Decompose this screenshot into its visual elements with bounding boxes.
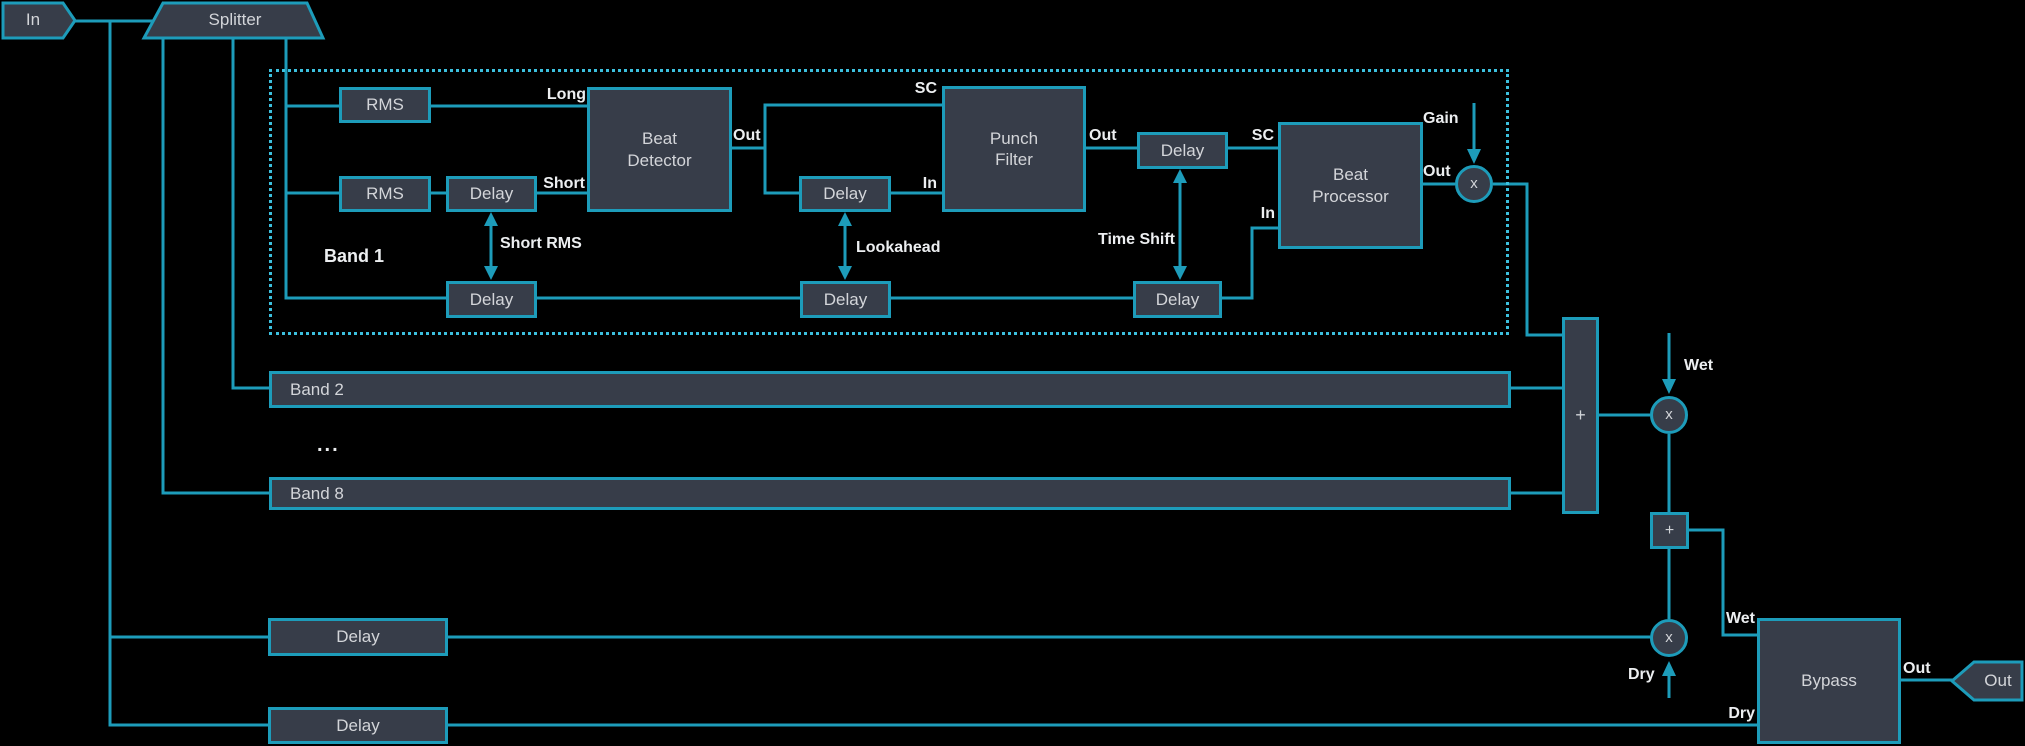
time-shift-arrow (1173, 169, 1187, 280)
band2-row: Band 2 (269, 371, 1511, 408)
wet-arrow (1662, 333, 1676, 394)
param-wet: Wet (1684, 357, 1714, 374)
band-sum-block: + (1562, 317, 1599, 514)
band1-frame (269, 69, 1509, 335)
wet-dry-sum-block: + (1650, 512, 1689, 549)
wire-sum2-to-bypass (1689, 528, 1757, 637)
out-terminal-label: Out (1984, 671, 2012, 690)
wire-dry-feed (108, 21, 268, 727)
port-bypass-out: Out (1903, 660, 1931, 677)
wire-splitter-to-band2 (231, 38, 269, 390)
wire-detector-out (732, 103, 942, 195)
punch-filter-block: Punch Filter (942, 86, 1086, 212)
port-detector-out: Out (733, 127, 761, 144)
param-time-shift: Time Shift (1097, 231, 1175, 248)
short-rms-arrow (484, 212, 498, 280)
out-terminal-shape (1949, 660, 2024, 702)
port-long: Long (546, 86, 586, 103)
band1-gain-multiplier: x (1455, 165, 1493, 203)
wire-splitter-to-band1 (284, 38, 446, 300)
splitter-label: Splitter (208, 10, 262, 29)
port-bypass-wet: Wet (1725, 610, 1755, 627)
dry-arrow (1662, 661, 1676, 698)
wire-band1-out (1423, 182, 1562, 337)
port-gain: Gain (1423, 110, 1459, 127)
dry-multiplier: x (1650, 619, 1688, 657)
wet-multiplier: x (1650, 396, 1688, 434)
comp-delay-3-block: Delay (1133, 281, 1222, 318)
short-rms-delay-block: Delay (446, 176, 537, 212)
wire-band1-bottom-row (536, 226, 1278, 300)
beat-processor-block: Beat Processor (1278, 122, 1423, 249)
in-terminal-label: In (25, 10, 41, 29)
port-processor-in: In (1260, 205, 1275, 222)
rms-long-block: RMS (339, 87, 431, 123)
bands-ellipsis: ... (317, 434, 340, 456)
band8-row: Band 8 (269, 477, 1511, 510)
gain-arrow (1467, 103, 1481, 164)
param-dry: Dry (1628, 666, 1655, 683)
port-bypass-dry: Dry (1728, 705, 1755, 722)
port-processor-out: Out (1423, 163, 1451, 180)
port-filter-sc: SC (914, 80, 937, 97)
comp-delay-1-block: Delay (446, 281, 537, 318)
bypass-block: Bypass (1757, 618, 1901, 744)
port-processor-sc: SC (1251, 127, 1274, 144)
port-filter-out: Out (1089, 127, 1117, 144)
wire-splitter-to-band8 (161, 38, 269, 495)
time-shift-delay-block: Delay (1137, 132, 1228, 169)
port-filter-in: In (922, 175, 937, 192)
param-lookahead: Lookahead (856, 239, 941, 256)
dry-comp-delay-block: Delay (268, 707, 448, 744)
rms-short-block: RMS (339, 176, 431, 212)
wet-comp-delay-block: Delay (268, 618, 448, 656)
beat-detector-block: Beat Detector (587, 87, 732, 212)
splitter-shape (141, 1, 326, 40)
param-short-rms: Short RMS (500, 235, 582, 252)
lookahead-arrow (838, 212, 852, 280)
comp-delay-2-block: Delay (800, 281, 891, 318)
band1-title: Band 1 (324, 246, 385, 266)
lookahead-delay-block: Delay (799, 176, 891, 212)
in-terminal-shape (1, 1, 77, 40)
port-short: Short (543, 175, 585, 192)
